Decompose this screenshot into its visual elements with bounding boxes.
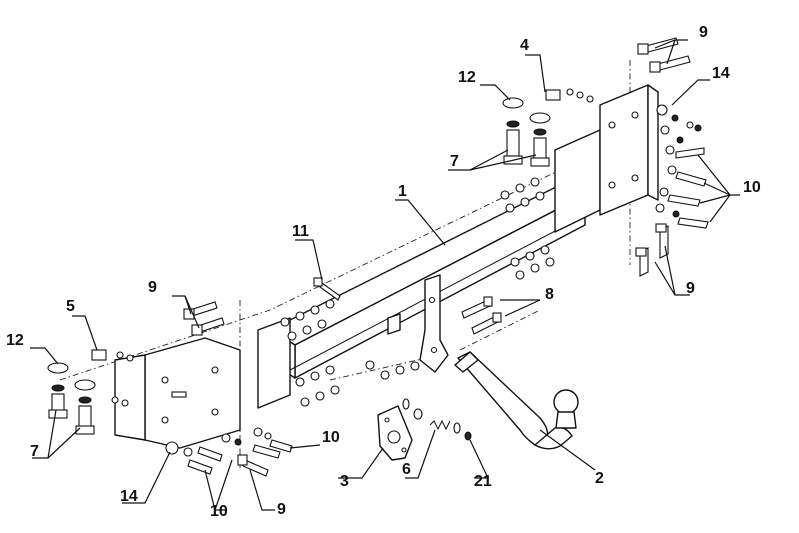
label-part-14-left: 14 [120,488,138,505]
label-part-12-left: 12 [6,332,24,349]
label-part-9-bottom: 9 [277,501,286,518]
bolt-group-top-right [637,37,691,73]
part-labels: 1 2 3 4 5 6 7 7 8 9 9 9 9 10 10 10 11 12… [6,24,761,520]
washer-set [402,398,472,441]
label-part-2: 2 [595,470,604,487]
label-part-5: 5 [66,298,75,315]
label-part-3: 3 [340,473,349,490]
label-part-10-right: 10 [743,179,761,196]
bolt-11 [313,277,341,301]
bolt-group-right-side [655,104,709,229]
socket-plate [377,405,413,461]
label-part-4: 4 [520,37,529,54]
label-part-7-left: 7 [30,443,39,460]
bolt-group-8 [461,296,502,335]
spring [413,408,451,431]
callout-leaders [30,39,740,511]
nut-groups [280,177,555,407]
right-mounting-bracket [554,84,659,233]
label-part-11: 11 [292,223,309,240]
label-part-12-top: 12 [458,69,476,86]
label-part-9-top-right: 9 [699,24,708,41]
label-part-9-bottom-right: 9 [686,280,695,297]
label-part-10-bottom: 10 [210,503,228,520]
towball-neck [454,351,579,450]
bolt-group-top-center [502,88,594,167]
towball-mount-plate [387,274,449,373]
label-part-21: 21 [474,473,492,490]
label-part-9-left: 9 [148,279,157,296]
label-part-10-center: 10 [322,429,340,446]
label-part-8: 8 [545,286,554,303]
label-part-6: 6 [402,461,411,478]
bolt-group-left [47,301,293,477]
label-part-7-top: 7 [450,153,459,170]
left-mounting-bracket [114,317,291,449]
label-part-1: 1 [398,183,407,200]
bolt-group-bottom-right [635,223,669,277]
label-part-14-right: 14 [712,65,730,82]
